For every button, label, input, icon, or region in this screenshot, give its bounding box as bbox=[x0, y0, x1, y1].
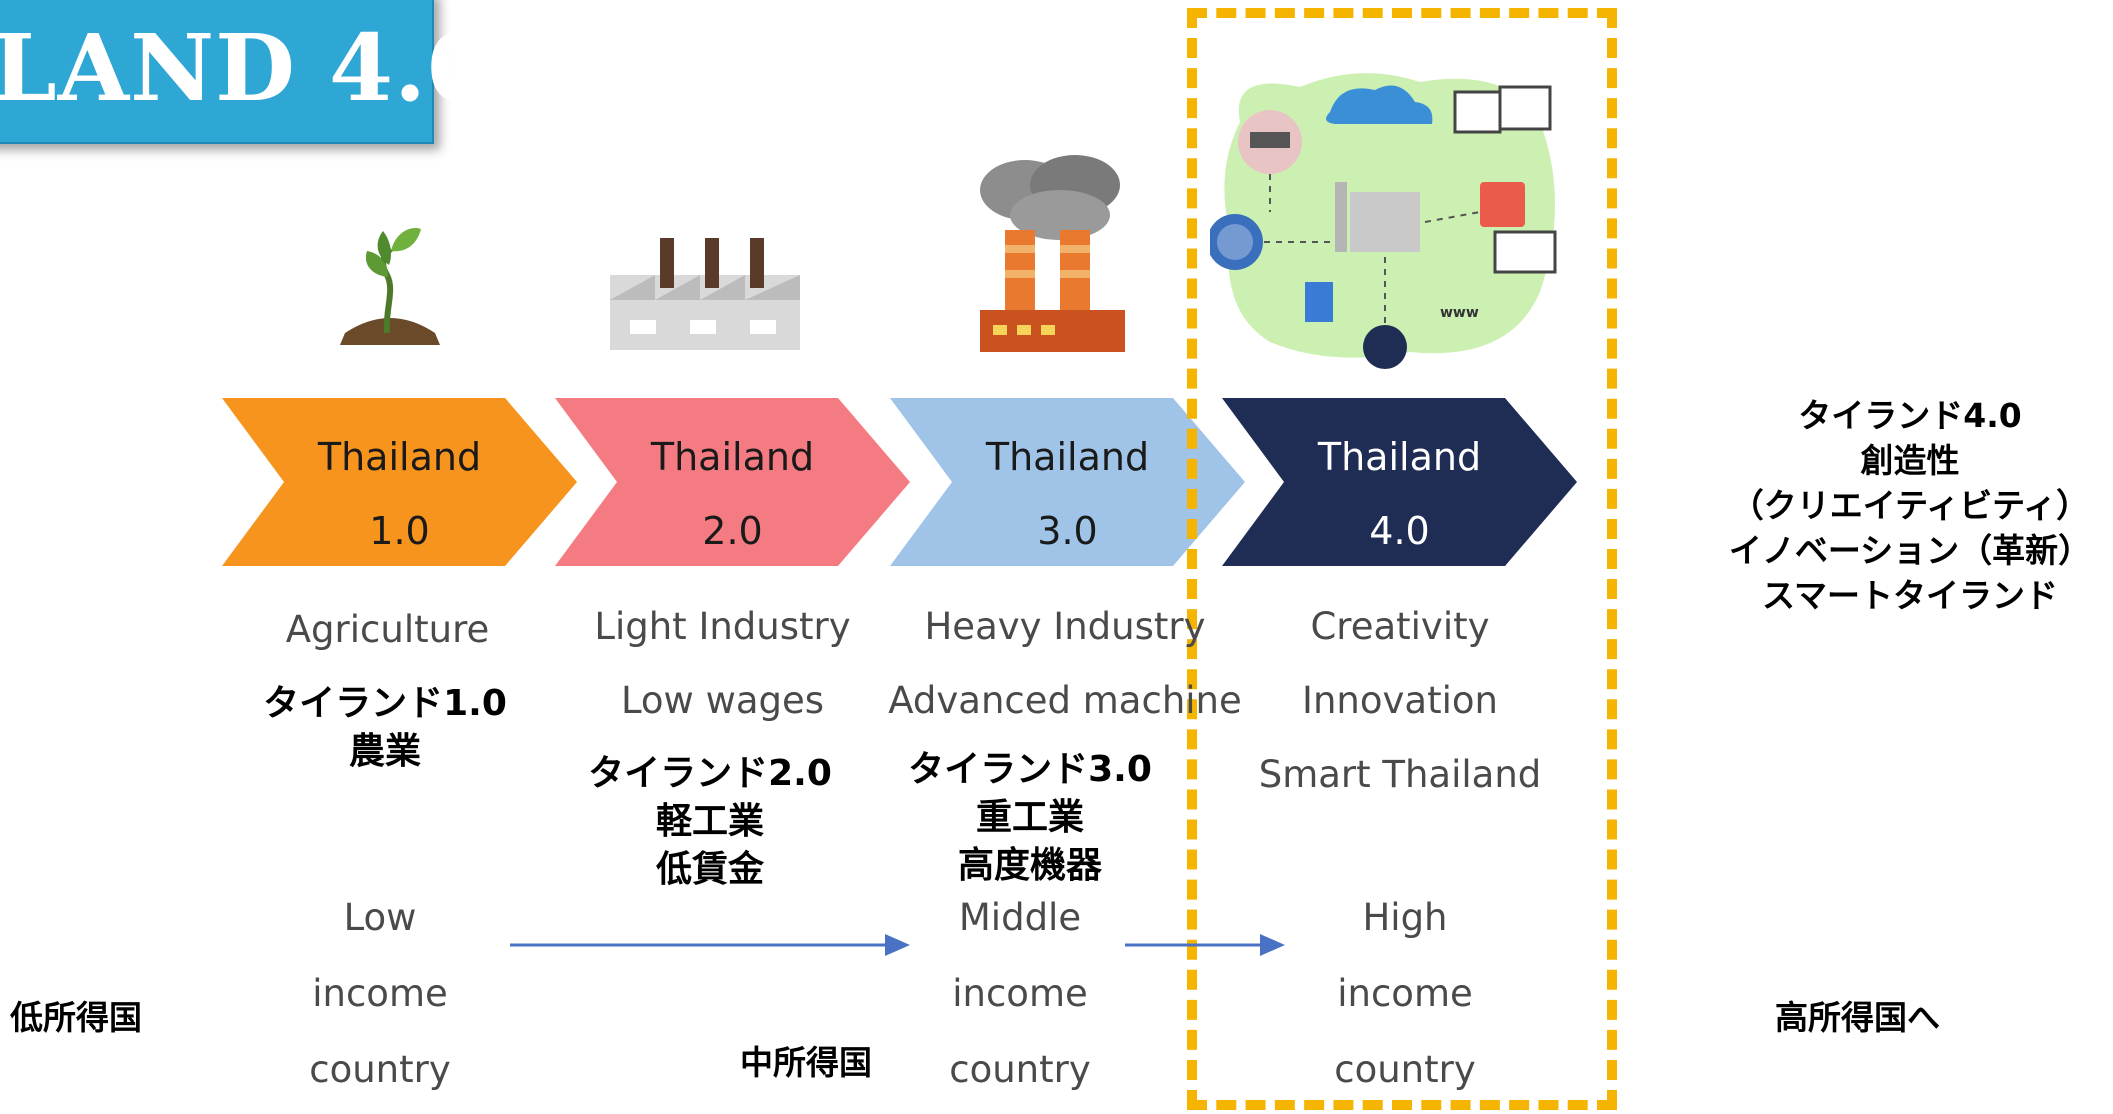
middle-to-high-arrow bbox=[1125, 934, 1285, 956]
stage4-en: Creativity Innovation Smart Thailand bbox=[1230, 590, 1570, 812]
stage4-en-line: Innovation bbox=[1302, 679, 1498, 722]
stage-chevron-label-3: Thailand 3.0 bbox=[920, 420, 1215, 568]
iot-network-icon: www bbox=[1210, 73, 1557, 369]
middle-income-line: income bbox=[952, 972, 1088, 1015]
low-income-line: country bbox=[309, 1048, 451, 1091]
smokestack-factory-icon bbox=[980, 155, 1125, 352]
thailand4-jp-line: タイランド4.0 bbox=[1798, 396, 2022, 435]
factory-icon bbox=[610, 238, 800, 350]
middle-income-jp: 中所得国 bbox=[740, 1043, 872, 1082]
middle-income-label: Middle income country bbox=[895, 880, 1145, 1108]
stage-title: Thailand bbox=[1317, 435, 1482, 479]
stage-version: 4.0 bbox=[1369, 509, 1430, 553]
stage-version: 2.0 bbox=[702, 509, 763, 553]
stage-title: Thailand bbox=[985, 435, 1150, 479]
stage3-en: Heavy Industry Advanced machine bbox=[870, 590, 1260, 738]
stage1-jp-line: タイランド1.0 bbox=[263, 683, 507, 724]
stage3-jp: タイランド3.0 重工業 高度機器 bbox=[880, 746, 1180, 890]
middle-income-line: Middle bbox=[958, 896, 1082, 939]
title-banner bbox=[0, 0, 434, 144]
thailand-4-highlight-box bbox=[1187, 8, 1617, 1110]
stage3-en-line: Advanced machine bbox=[888, 679, 1242, 722]
high-income-line: income bbox=[1337, 972, 1473, 1015]
stage2-en-line: Light Industry bbox=[594, 605, 851, 648]
thailand4-jp-line: 創造性 bbox=[1860, 441, 1960, 480]
stage-version: 3.0 bbox=[1037, 509, 1098, 553]
stage-chevron-4 bbox=[1222, 398, 1577, 566]
thailand4-jp-description: タイランド4.0 創造性 （クリエイティビティ） イノベーション（革新） スマー… bbox=[1700, 393, 2113, 618]
stage2-jp-line: タイランド2.0 bbox=[588, 753, 832, 794]
low-income-line: income bbox=[312, 972, 448, 1015]
stage-chevron-label-4: Thailand 4.0 bbox=[1252, 420, 1547, 568]
stage-version: 1.0 bbox=[369, 509, 430, 553]
low-to-middle-arrow bbox=[510, 934, 910, 956]
svg-text:www: www bbox=[1440, 305, 1479, 321]
banner-title: LAND 4.0 bbox=[0, 14, 493, 122]
stage-chevron-2 bbox=[555, 398, 910, 566]
stage-chevron-1 bbox=[222, 398, 577, 566]
stage3-jp-line: 重工業 bbox=[975, 797, 1084, 838]
stage-title: Thailand bbox=[650, 435, 815, 479]
high-income-label: High income country bbox=[1280, 880, 1530, 1108]
low-income-jp: 低所得国 bbox=[10, 998, 142, 1037]
stage2-en-line: Low wages bbox=[620, 679, 825, 722]
stage3-jp-line: タイランド3.0 bbox=[908, 749, 1152, 790]
middle-income-line: country bbox=[949, 1048, 1091, 1091]
stage1-jp-line: 農業 bbox=[348, 731, 421, 772]
stage1-en: Agriculture bbox=[220, 608, 555, 651]
high-income-jp: 高所得国へ bbox=[1775, 998, 1940, 1037]
stage1-en-line: Agriculture bbox=[285, 608, 490, 651]
stage-chevron-label-2: Thailand 2.0 bbox=[585, 420, 880, 568]
stage-chevron-label-1: Thailand 1.0 bbox=[252, 420, 547, 568]
stage-title: Thailand bbox=[317, 435, 482, 479]
thailand4-jp-line: イノベーション（革新） bbox=[1728, 531, 2092, 570]
stage4-en-line: Creativity bbox=[1310, 605, 1490, 648]
low-income-label: Low income country bbox=[255, 880, 505, 1108]
stage2-en: Light Industry Low wages bbox=[560, 590, 885, 738]
high-income-line: country bbox=[1334, 1048, 1476, 1091]
stage-chevron-3 bbox=[890, 398, 1245, 566]
stage4-en-line: Smart Thailand bbox=[1258, 753, 1542, 796]
thailand4-jp-line: （クリエイティビティ） bbox=[1730, 486, 2090, 525]
stage2-jp: タイランド2.0 軽工業 低賃金 bbox=[560, 750, 860, 894]
stage2-jp-line: 低賃金 bbox=[655, 849, 764, 890]
low-income-line: Low bbox=[343, 896, 417, 939]
high-income-line: High bbox=[1362, 896, 1448, 939]
thailand4-jp-line: スマートタイランド bbox=[1761, 576, 2058, 615]
stage3-en-line: Heavy Industry bbox=[924, 605, 1206, 648]
stage2-jp-line: 軽工業 bbox=[655, 801, 764, 842]
stage1-jp: タイランド1.0 農業 bbox=[235, 680, 535, 776]
stage3-jp-line: 高度機器 bbox=[957, 845, 1102, 886]
seedling-icon bbox=[340, 227, 440, 345]
